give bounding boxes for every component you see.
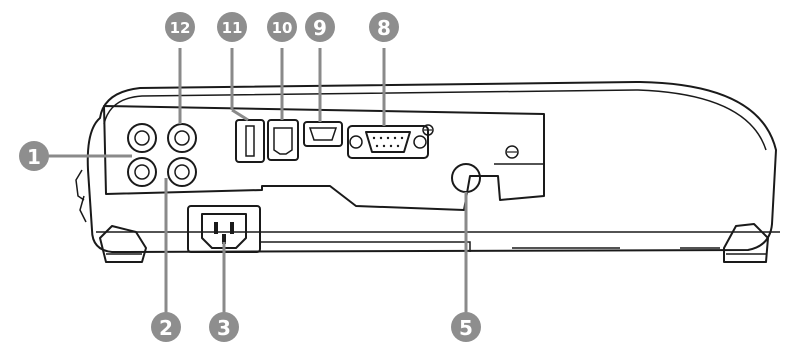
side-vent xyxy=(75,169,87,223)
hdmi-port xyxy=(303,121,343,147)
screw-right xyxy=(505,145,519,159)
front-foot-right xyxy=(723,223,769,263)
callout-1: 1 xyxy=(19,141,49,171)
power-inlet xyxy=(187,205,261,253)
svg-text:2: 2 xyxy=(159,316,173,340)
callout-3: 3 xyxy=(209,312,239,342)
usb-a-port xyxy=(235,119,265,163)
rca-jack-top-right xyxy=(167,123,197,153)
svg-text:12: 12 xyxy=(170,19,191,37)
screw-top xyxy=(422,124,434,136)
callout-11: 11 xyxy=(217,12,247,42)
callout-8: 8 xyxy=(369,12,399,42)
svg-text:11: 11 xyxy=(222,19,243,37)
remote-receiver xyxy=(451,163,481,193)
rca-jack-top-left xyxy=(127,123,157,153)
svg-text:3: 3 xyxy=(217,316,231,340)
svg-text:9: 9 xyxy=(313,16,327,40)
callout-9: 9 xyxy=(305,12,335,42)
usb-b-port xyxy=(267,119,299,161)
svg-text:1: 1 xyxy=(27,145,41,169)
svg-text:8: 8 xyxy=(377,16,391,40)
callout-10: 10 xyxy=(267,12,297,42)
rca-jack-bottom-right xyxy=(167,157,197,187)
svg-text:5: 5 xyxy=(459,316,473,340)
callout-12: 12 xyxy=(165,12,195,42)
rca-jack-bottom-left xyxy=(127,157,157,187)
front-foot-left xyxy=(99,225,147,263)
dsub-port xyxy=(347,125,429,159)
callout-2: 2 xyxy=(151,312,181,342)
callout-5: 5 xyxy=(451,312,481,342)
svg-text:10: 10 xyxy=(272,19,293,37)
connector-panel xyxy=(103,105,545,211)
leader-lines xyxy=(42,48,468,318)
